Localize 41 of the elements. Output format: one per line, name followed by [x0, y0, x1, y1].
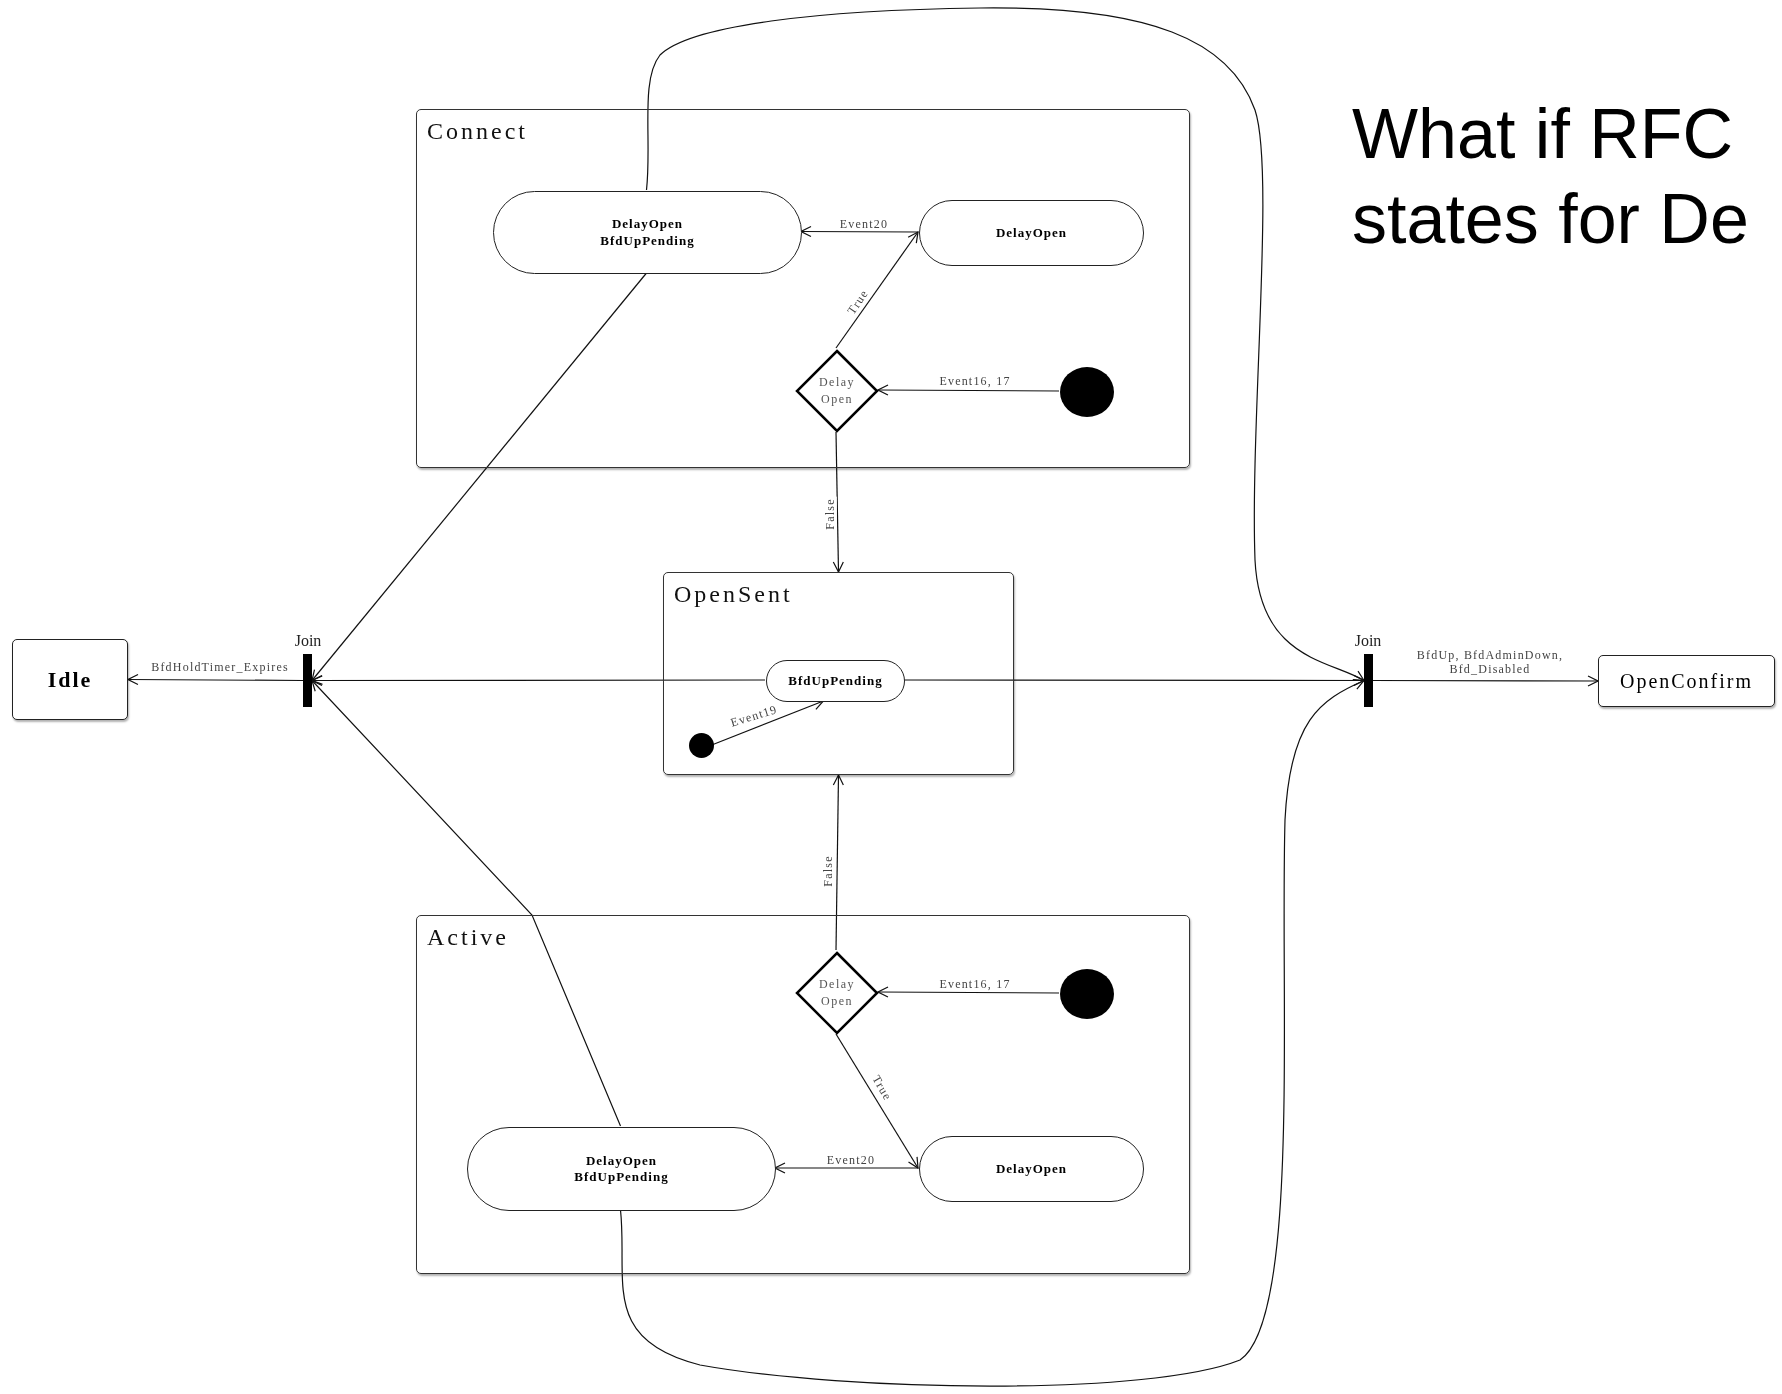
state-label: Idle — [47, 666, 93, 693]
arrow — [311, 679, 622, 1127]
state-label: DelayOpen — [995, 1160, 1068, 1178]
arrow — [645, 7, 1365, 682]
state-label: DelayOpen — [995, 224, 1068, 242]
arrow — [832, 431, 844, 573]
title: What if RFC states for De — [1352, 94, 1750, 261]
arrow — [774, 1162, 919, 1174]
arrow — [127, 673, 304, 686]
initial-state-dot — [1060, 969, 1114, 1019]
arrow — [619, 679, 1365, 1387]
state-label: DelayOpen BfdUpPending — [574, 1152, 669, 1186]
arrow — [835, 1033, 919, 1169]
edge-label: BfdHoldTimer_Expires — [149, 659, 291, 675]
arrow — [1372, 675, 1599, 687]
decision-label: Delay Open — [818, 976, 856, 1010]
state-label: BfdUpPending — [788, 672, 883, 690]
edge-label: False — [822, 496, 838, 532]
arrow — [800, 225, 919, 238]
state-title: Connect — [427, 118, 528, 145]
initial-state-dot — [689, 733, 714, 758]
arrow — [832, 774, 844, 951]
arrow — [835, 231, 919, 349]
state-box — [12, 639, 128, 720]
state-box — [1598, 655, 1775, 707]
arrow — [311, 674, 766, 687]
initial-state-dot — [1060, 367, 1114, 417]
state-container — [416, 915, 1190, 1274]
state-label: DelayOpen BfdUpPending — [600, 216, 695, 249]
arrow — [877, 384, 1060, 396]
state-pill — [766, 660, 905, 702]
state-container — [416, 109, 1190, 468]
state-title: OpenSent — [674, 581, 793, 608]
state-title: Active — [427, 924, 509, 951]
arrow — [311, 272, 648, 682]
state-container — [663, 572, 1014, 775]
join-label: Join — [1353, 632, 1383, 650]
arrow — [877, 986, 1060, 998]
join-label: Join — [293, 632, 323, 650]
state-label: OpenConfirm — [1619, 669, 1754, 693]
decision-label: Delay Open — [818, 374, 856, 408]
